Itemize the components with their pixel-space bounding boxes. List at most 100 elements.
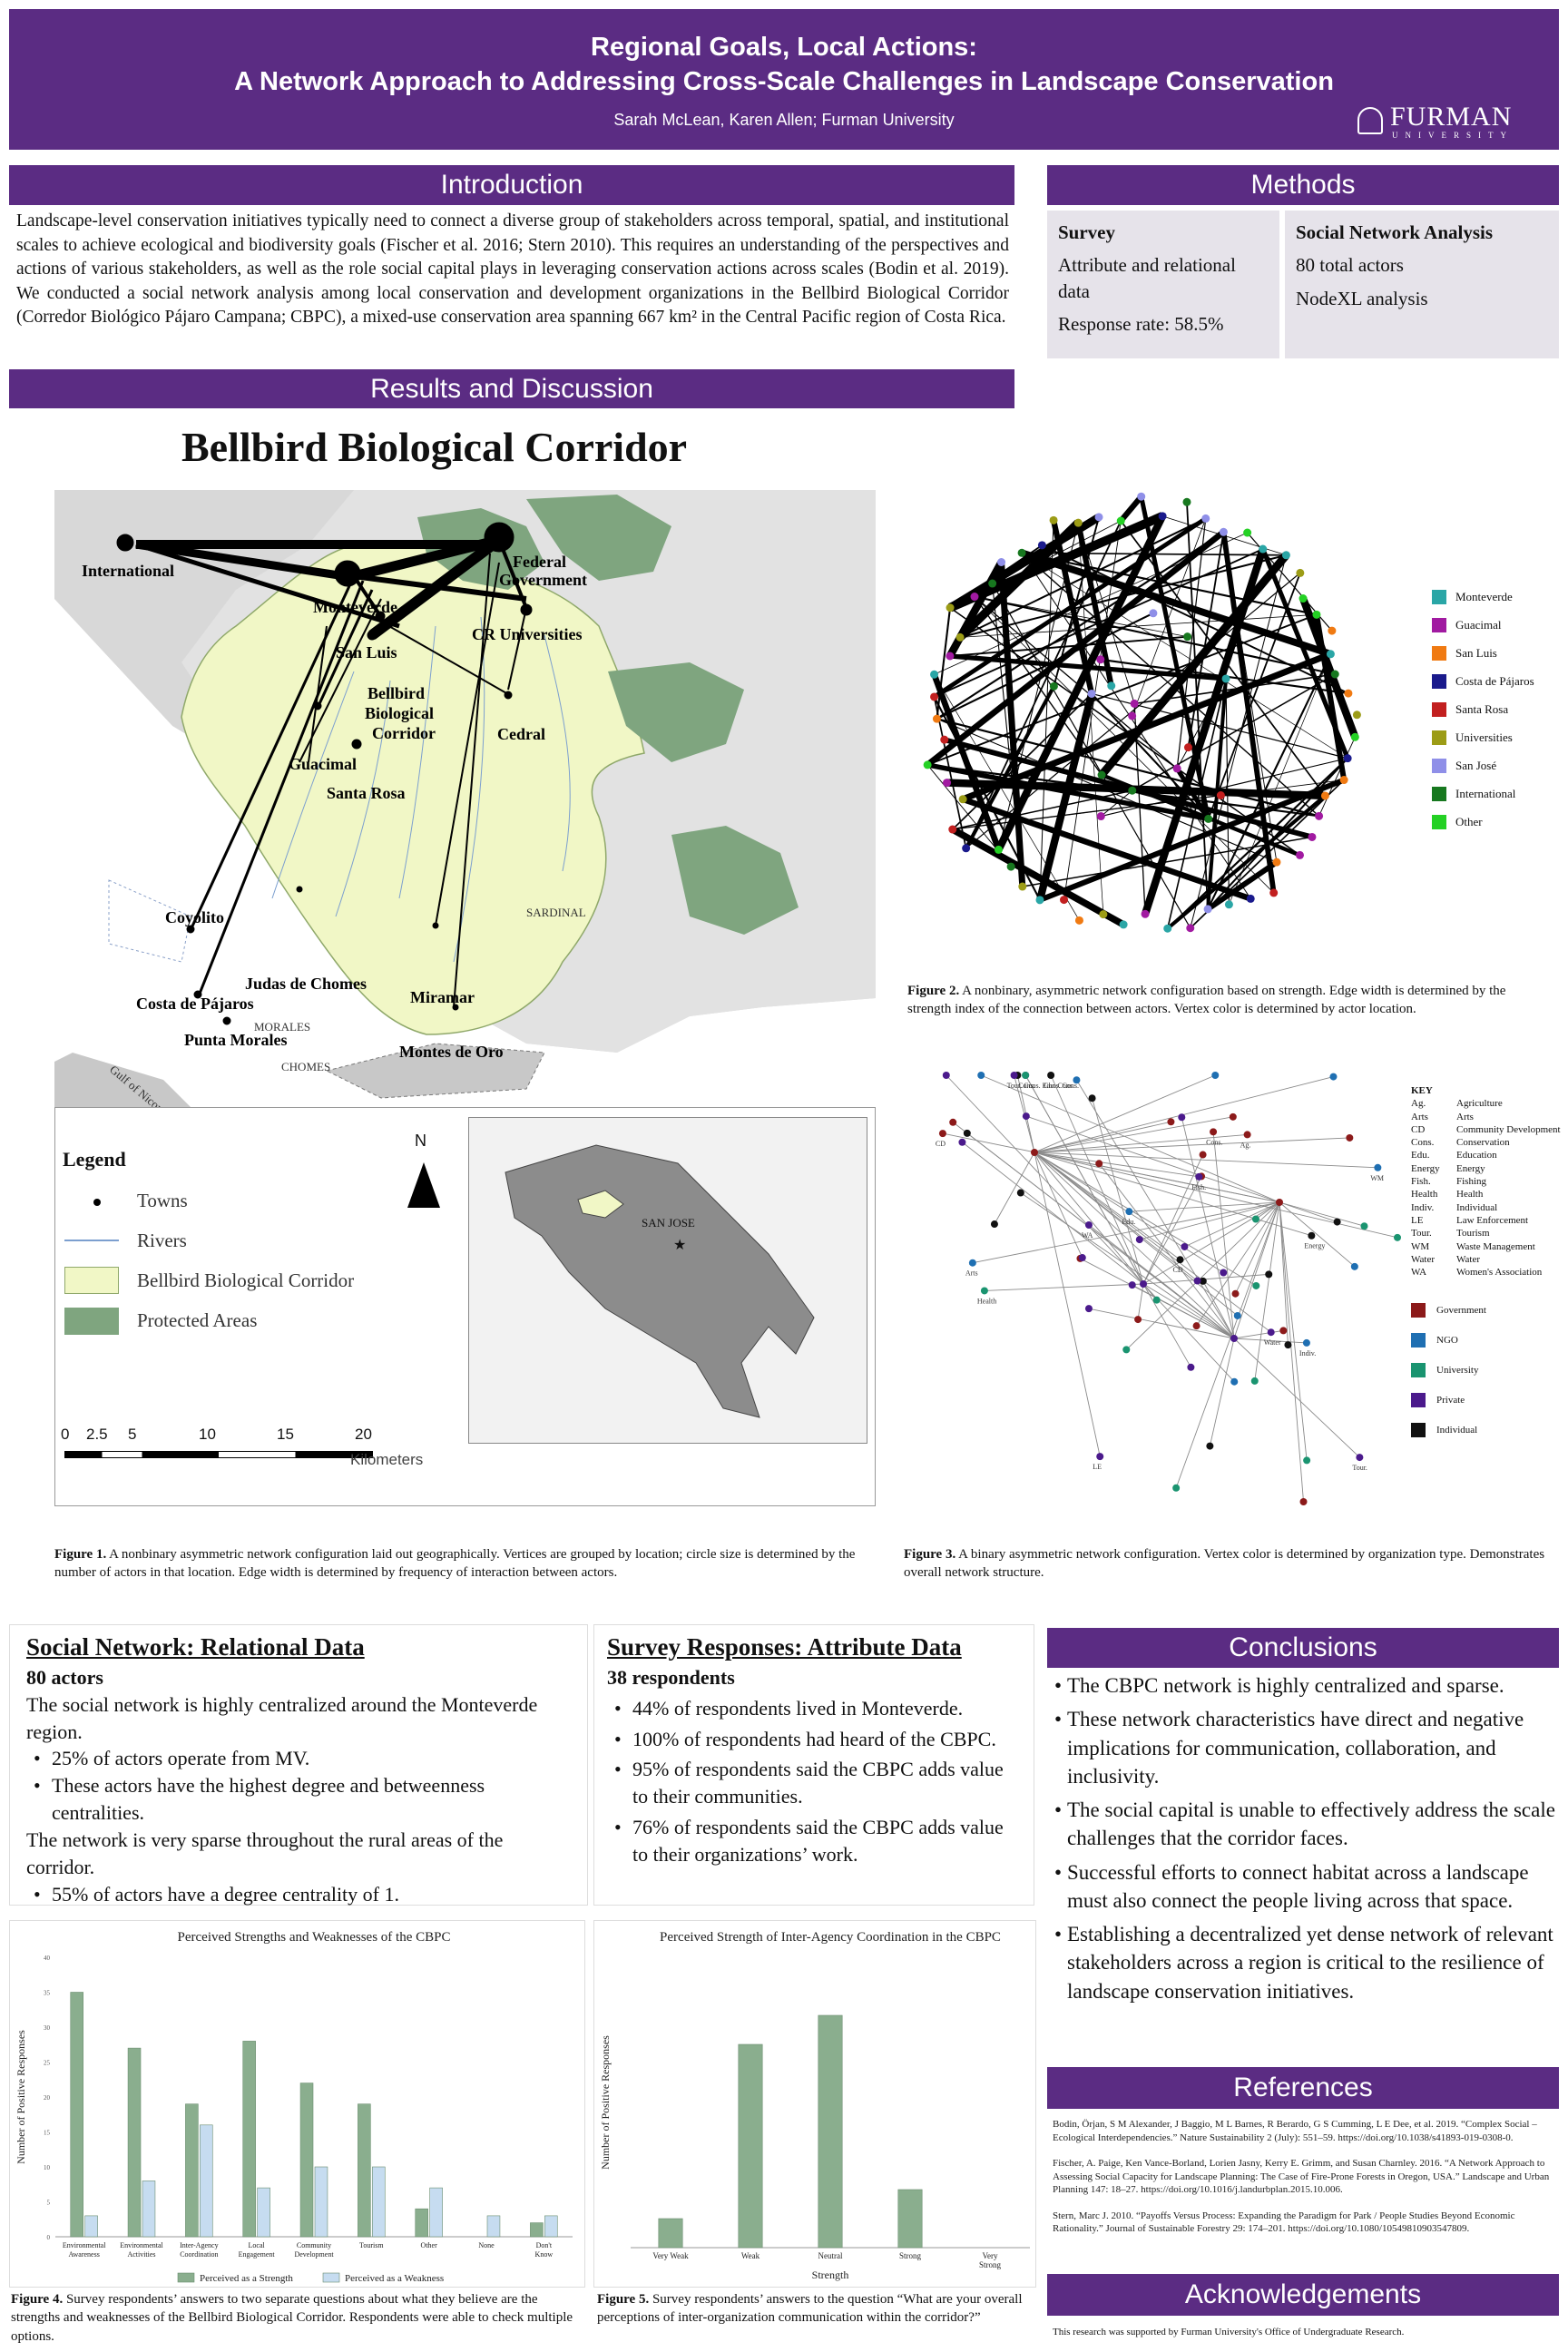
- network-edge: [1034, 1152, 1101, 1457]
- network-node: [1134, 1316, 1142, 1324]
- references-heading: References: [1047, 2067, 1559, 2109]
- key-meaning: Agriculture: [1456, 1098, 1503, 1110]
- network-node: [1251, 1215, 1259, 1223]
- network-node-label: Fish.: [1191, 1183, 1206, 1191]
- network-node: [1060, 896, 1069, 905]
- network-node: [1183, 632, 1192, 642]
- network-node: [1199, 1151, 1207, 1159]
- svg-text:San Luis: San Luis: [336, 643, 397, 662]
- network-node: [1272, 858, 1281, 867]
- network-node: [1187, 1363, 1195, 1371]
- network-node: [958, 1138, 966, 1146]
- network-edge: [1176, 678, 1227, 769]
- network-edge: [1134, 673, 1336, 705]
- svg-text:Guacimal: Guacimal: [289, 755, 357, 773]
- attribute-panel: Survey Responses: Attribute Data 38 resp…: [593, 1624, 1034, 1906]
- svg-text:Santa Rosa: Santa Rosa: [327, 784, 406, 802]
- conclusion-item: These network characteristics have direc…: [1047, 1705, 1559, 1790]
- network-node: [1074, 916, 1083, 925]
- svg-text:Federal: Federal: [513, 553, 566, 571]
- chart-legend-swatch: [177, 2272, 195, 2283]
- network-edge: [1181, 1117, 1235, 1339]
- reference-item: Stern, Marc J. 2010. “Payoffs Versus Pro…: [1053, 2210, 1515, 2235]
- network-node: [968, 1259, 976, 1267]
- network-node: [1204, 814, 1213, 823]
- figure3-key-row: Tour.Tourism: [1411, 1227, 1561, 1240]
- authors: Sarah McLean, Karen Allen; Furman Univer…: [613, 111, 955, 129]
- chart-y-tick: 20: [44, 2094, 51, 2102]
- network-edge: [1207, 653, 1332, 910]
- network-node: [1243, 1131, 1251, 1139]
- relational-panel: Social Network: Relational Data 80 actor…: [9, 1624, 588, 1908]
- legend-swatch: [1411, 1362, 1426, 1377]
- network-node-label: Ag.: [1240, 1141, 1251, 1149]
- svg-text:Costa de Pájaros: Costa de Pájaros: [136, 995, 254, 1013]
- conclusions-heading: Conclusions: [1047, 1628, 1559, 1668]
- svg-text:CHOMES: CHOMES: [281, 1060, 330, 1073]
- chart-y-tick: 35: [44, 1990, 51, 1997]
- network-edge: [1041, 544, 1349, 694]
- legend-label: Government: [1436, 1304, 1486, 1316]
- network-node: [1195, 1172, 1203, 1181]
- key-meaning: Women's Association: [1456, 1267, 1543, 1279]
- svg-text:Coyolito: Coyolito: [165, 908, 224, 926]
- network-node: [1130, 699, 1139, 708]
- network-node-label: Cons. Cons.: [1044, 1082, 1079, 1090]
- network-node: [1047, 1072, 1055, 1079]
- furman-logo: FURMAN UNIVERSITY: [1357, 102, 1539, 142]
- network-edge: [926, 763, 1319, 818]
- network-edge: [952, 692, 1093, 830]
- network-edge: [959, 517, 1207, 639]
- svg-text:Judas de Chomes: Judas de Chomes: [245, 975, 367, 993]
- network-node: [1296, 568, 1305, 577]
- legend-label: Individual: [1436, 1424, 1478, 1436]
- network-node: [956, 632, 965, 642]
- network-edge: [1235, 1201, 1280, 1294]
- methods-sna-box: Social Network Analysis 80 total actors …: [1285, 211, 1559, 358]
- furman-bell-icon: [1357, 107, 1383, 134]
- map-legend: Legend Towns Rivers Bellbird Biological …: [54, 1107, 876, 1506]
- network-node: [1073, 518, 1083, 527]
- network-edge: [960, 613, 1317, 638]
- network-node-label: Cons.: [1206, 1138, 1222, 1146]
- network-edge: [952, 789, 1132, 830]
- network-edge: [1318, 737, 1356, 817]
- references-list: Bodin, Örjan, S M Alexander, J Baggio, M…: [1053, 2118, 1557, 2236]
- chart-bar: [200, 2124, 213, 2238]
- network-node: [1049, 681, 1058, 691]
- attribute-heading: Survey Responses: Attribute Data: [607, 1633, 962, 1661]
- network-edge: [1196, 1201, 1280, 1327]
- network-node-label: Health: [977, 1297, 996, 1305]
- introduction-body: Landscape-level conservation initiatives…: [16, 211, 1009, 328]
- figure2-network-svg: [923, 492, 1361, 933]
- network-edge: [1175, 767, 1210, 820]
- network-node: [1018, 882, 1027, 891]
- chart-title: Perceived Strength of Inter-Agency Coord…: [660, 1930, 1001, 1945]
- network-node: [1333, 1218, 1341, 1226]
- network-edge: [1034, 1152, 1257, 1287]
- chart-y-tick: 40: [44, 1955, 51, 1962]
- legend-swatch: [1432, 617, 1446, 632]
- network-edge: [1034, 1152, 1378, 1169]
- figure5-caption: Figure 5. Survey respondents’ answers to…: [597, 2290, 1033, 2328]
- network-node: [1096, 655, 1105, 664]
- key-abbrev: Water: [1411, 1253, 1435, 1265]
- network-node: [1192, 1322, 1200, 1330]
- scale-tick-0: 0: [61, 1426, 70, 1443]
- network-edge: [1279, 1201, 1338, 1223]
- chart-bar: [544, 2215, 558, 2238]
- network-node: [1243, 528, 1252, 537]
- network-edge: [1233, 1338, 1360, 1458]
- network-node: [1352, 710, 1361, 720]
- chart-y-tick: 10: [44, 2164, 51, 2171]
- attribute-bullet: 95% of respondents said the CBPC adds va…: [607, 1756, 1021, 1810]
- network-node: [1135, 1236, 1143, 1244]
- network-node: [1172, 1484, 1181, 1492]
- scale-unit: Kilometers: [350, 1451, 424, 1468]
- key-meaning: Arts: [1456, 1111, 1474, 1122]
- chart-bar: [84, 2215, 98, 2238]
- chart-bar: [242, 2041, 256, 2238]
